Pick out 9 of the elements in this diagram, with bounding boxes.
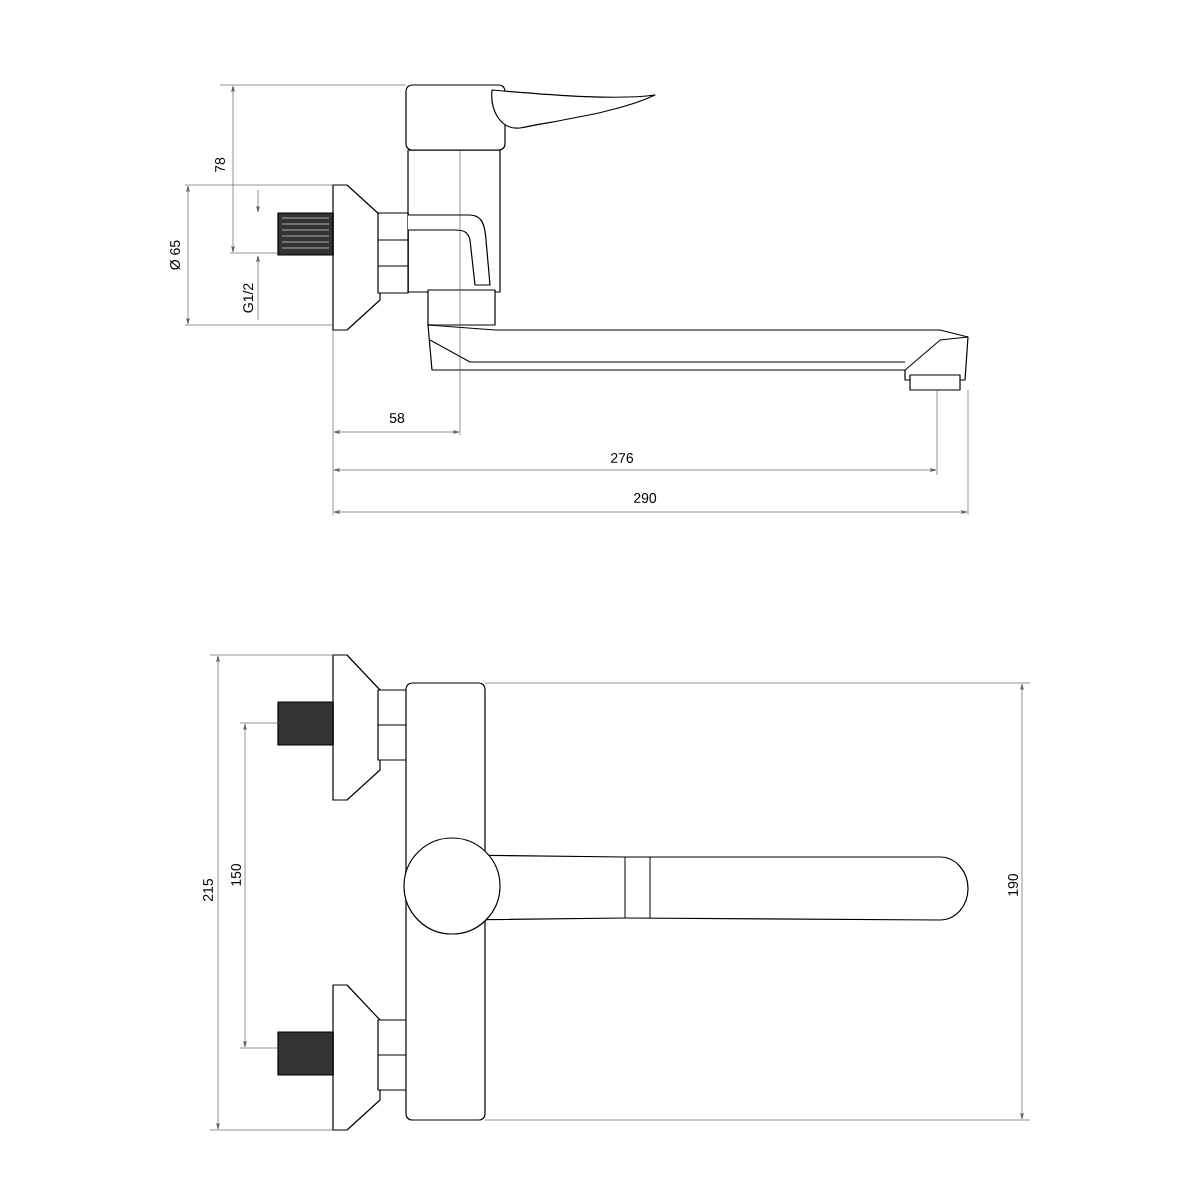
dimension-label: 78: [215, 157, 225, 173]
dimension-label: 276: [611, 453, 634, 463]
dimension-label: 215: [203, 878, 213, 901]
dimension-label: Ø 65: [169, 240, 181, 270]
dimension-label: 290: [634, 493, 657, 503]
dimension-label: 190: [1008, 873, 1018, 896]
dimension-label: 150: [231, 863, 241, 886]
dimension-label: 58: [389, 413, 405, 423]
dimension-label: G1/2: [242, 283, 254, 313]
